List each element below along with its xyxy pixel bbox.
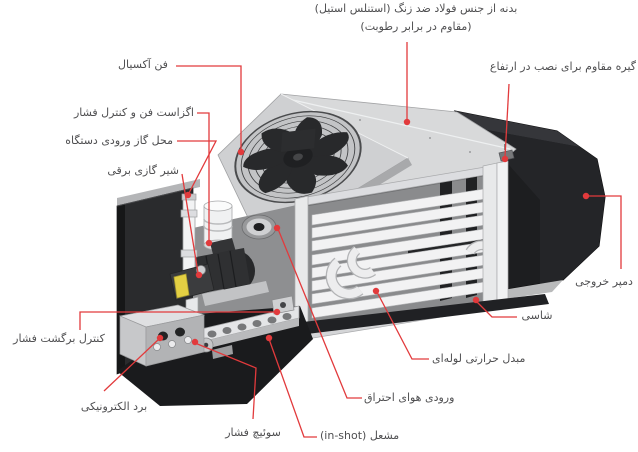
label-burner: مشعل (in-shot) — [320, 429, 400, 442]
label-pressure-return-control: کنترل برگشت فشار — [13, 332, 105, 345]
leader-board — [103, 338, 160, 392]
label-chassis: شاسی — [521, 309, 553, 322]
label-body-line1: بدنه از جنس فولاد ضد زنگ (استنلس استیل) — [314, 2, 518, 15]
label-mounting-clamp: گیره مقاوم برای نصب در ارتفاع — [489, 60, 636, 73]
label-gas-valve: شیر گازی برقی — [107, 164, 179, 177]
leader-lines — [79, 42, 622, 438]
exhaust-blower — [196, 238, 269, 306]
label-heat-exchanger: مبدل حرارتی لوله‌ای — [432, 352, 526, 365]
leader-dots — [156, 118, 590, 346]
fan-motor — [280, 128, 316, 152]
axial-fan — [234, 110, 362, 204]
leader-burner — [268, 338, 317, 438]
label-combustion-air: ورودی هوای احتراق — [364, 391, 455, 404]
leader-gas-inlet — [177, 140, 218, 194]
leader-clamp — [504, 83, 510, 158]
leader-pressure-switch — [194, 342, 257, 420]
label-axial-fan: فن آکسیال — [118, 58, 168, 71]
leader-exhaust-fan — [197, 112, 210, 241]
leader-combustion-air — [277, 228, 362, 399]
leader-damper — [586, 195, 622, 269]
label-body-line2: (مقاوم در برابر رطوبت) — [360, 20, 472, 33]
combustion-air-flange — [241, 214, 277, 240]
leader-heat-exchanger — [376, 291, 429, 360]
tube-u-bends — [325, 240, 501, 300]
label-outlet-damper: دمپر خروجی — [575, 275, 633, 288]
label-electronic-board: برد الکترونیکی — [80, 400, 148, 413]
gas-pipe — [180, 193, 198, 275]
control-box — [118, 304, 206, 367]
leader-fan — [176, 65, 242, 150]
leader-gas-valve — [181, 173, 199, 274]
leader-pressure-control — [79, 311, 277, 330]
label-gas-inlet: محل گاز ورودی دستگاه — [65, 134, 173, 147]
fan-blades — [243, 117, 349, 194]
leader-chassis — [475, 300, 517, 318]
label-pressure-switch: سوئیچ فشار — [225, 426, 281, 439]
label-exhaust-fan: اگزاست فن و کنترل فشار — [73, 106, 194, 119]
